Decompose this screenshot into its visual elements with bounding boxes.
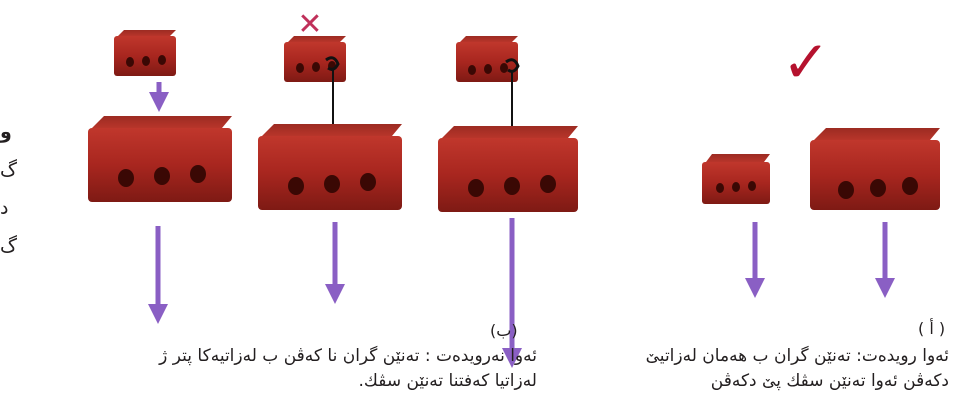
label-a: ( أ ) (918, 319, 946, 338)
caption-b-line1: ئەوا نەرویدەت : تەنێن گران نا کەڤن ب لەز… (159, 346, 537, 366)
big-brick-right (810, 128, 940, 210)
small-brick-col3 (456, 36, 518, 82)
caption-a-line2: دکەڤن ئەوا تەنێن سڤك پێ دکەڤن (710, 371, 949, 391)
check-mark: ✓ (782, 28, 831, 96)
big-brick-col3 (438, 126, 578, 212)
caption-b-line2: لەزاتیا کەفتنا تەنێن سڤك. (358, 371, 537, 391)
small-brick-right (702, 154, 770, 204)
caption-a-line1: ئەوا رویدەت: تەنێن گران ب هەمان لەزاتیێ (645, 346, 949, 366)
small-brick-col2 (284, 36, 346, 82)
big-brick-col1 (88, 116, 232, 202)
label-b: (ب) (490, 321, 518, 340)
edge-text-3: د (0, 197, 9, 219)
edge-text-4: گ (0, 235, 18, 257)
edge-text-2: گ (0, 159, 18, 181)
big-brick-col2 (258, 124, 402, 210)
small-brick-col1 (114, 30, 176, 76)
edge-text-1: و (0, 121, 12, 143)
